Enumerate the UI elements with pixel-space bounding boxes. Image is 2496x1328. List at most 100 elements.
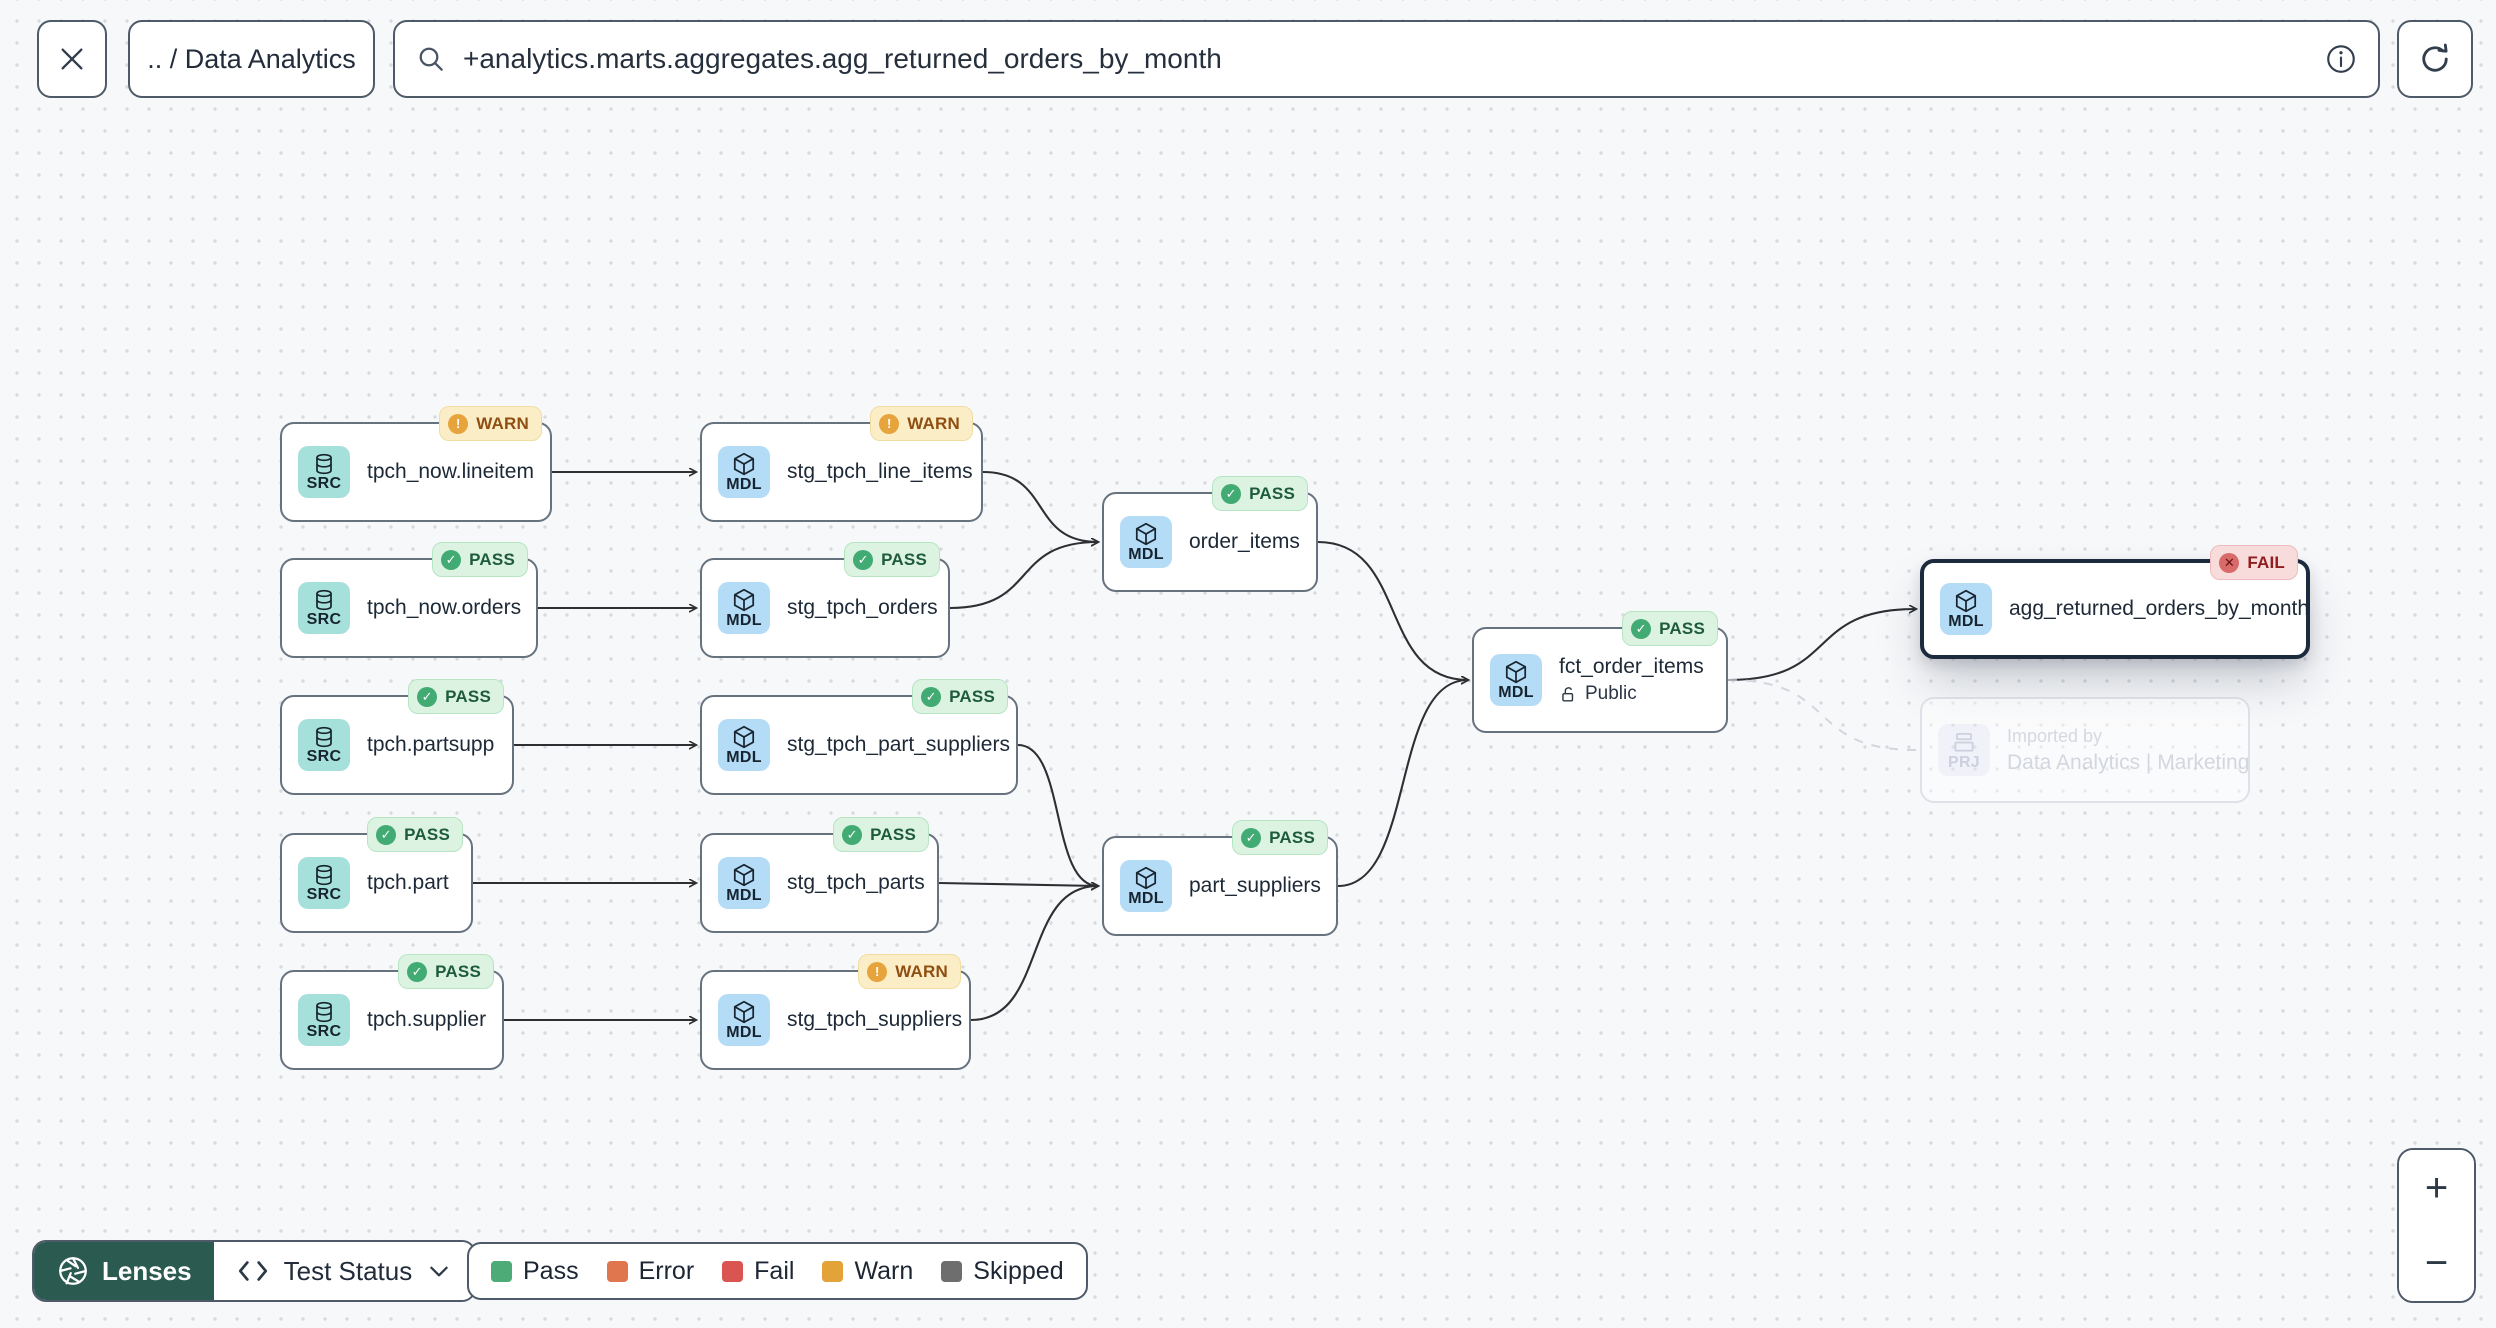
search-icon	[419, 47, 443, 71]
status-badge-label: PASS	[1269, 827, 1315, 847]
legend-swatch	[822, 1260, 844, 1282]
node-title: tpch_now.lineitem	[367, 460, 534, 483]
status-warn-icon: !	[867, 961, 888, 982]
status-badge-pass: ✓PASS	[1212, 476, 1308, 511]
status-pass-icon: ✓	[1631, 618, 1652, 639]
info-icon[interactable]	[2324, 42, 2358, 76]
status-pass-icon: ✓	[1241, 827, 1262, 848]
close-button[interactable]	[37, 20, 107, 98]
database-icon	[316, 864, 332, 885]
legend-swatch	[941, 1260, 963, 1282]
status-badge-label: WARN	[476, 413, 529, 433]
breadcrumb-button[interactable]: .. / Data Analytics	[128, 20, 375, 98]
model-cube-icon	[1505, 660, 1527, 683]
node-title: fct_order_items	[1559, 655, 1704, 678]
status-pass-icon: ✓	[853, 549, 874, 570]
lock-open-icon	[1562, 686, 1574, 702]
refresh-icon	[2422, 43, 2448, 72]
database-icon	[316, 1001, 332, 1022]
node-title: stg_tpch_line_items	[787, 460, 973, 483]
model-cube-icon	[1955, 589, 1977, 612]
status-badge-warn: !WARN	[870, 406, 973, 441]
legend-item-pass: Pass	[491, 1257, 579, 1286]
status-badge-label: PASS	[469, 549, 515, 569]
node-title: stg_tpch_suppliers	[787, 1008, 963, 1031]
source-icon-box: SRC	[298, 582, 350, 634]
lens-control-group: Lenses Test Status	[32, 1240, 477, 1302]
aperture-icon	[59, 1257, 87, 1285]
search-box[interactable]	[393, 20, 2380, 98]
visibility-label: Public	[1585, 683, 1637, 704]
node-type-label: MDL	[1128, 889, 1164, 907]
node-type-label: PRJ	[1947, 753, 1981, 771]
node-title: stg_tpch_parts	[787, 871, 925, 894]
status-warn-icon: !	[879, 413, 900, 434]
node-order_items[interactable]: ✓PASS MDL order_items	[1102, 476, 1318, 592]
status-pass-icon: ✓	[441, 549, 462, 570]
status-badge-label: WARN	[895, 961, 948, 981]
status-pass-icon: ✓	[921, 686, 942, 707]
refresh-button[interactable]	[2397, 20, 2473, 98]
status-badge-label: PASS	[870, 824, 916, 844]
legend-swatch	[491, 1260, 512, 1282]
node-title: Data Analytics | Marketing	[2007, 750, 2250, 774]
model-cube-icon	[733, 725, 755, 748]
status-badge-warn: !WARN	[439, 406, 542, 441]
legend-label: Pass	[523, 1256, 579, 1285]
status-pass-icon: ✓	[417, 686, 438, 707]
lenses-label: Lenses	[102, 1255, 192, 1286]
model-icon-box: MDL	[1120, 516, 1172, 568]
node-title: order_items	[1189, 530, 1300, 553]
status-badge-pass: ✓ PASS	[1232, 820, 1328, 855]
status-badge-pass: ✓PASS	[912, 679, 1008, 714]
zoom-in-button[interactable]: +	[2399, 1150, 2474, 1226]
model-cube-icon	[733, 1000, 755, 1023]
node-type-label: SRC	[306, 610, 342, 628]
status-fail-icon: ✕	[2219, 552, 2240, 573]
source-icon-box: SRC	[298, 446, 350, 498]
node-type-label: SRC	[306, 474, 342, 492]
legend-label: Skipped	[973, 1256, 1064, 1285]
model-icon-box: MDL	[718, 857, 770, 909]
status-badge-pass: ✓ PASS	[1622, 611, 1718, 646]
node-type-label: SRC	[306, 885, 342, 903]
search-input[interactable]	[463, 43, 2308, 75]
source-icon-box: SRC	[298, 994, 350, 1046]
status-badge-label: PASS	[404, 824, 450, 844]
model-icon-box: MDL	[718, 582, 770, 634]
legend-swatch	[722, 1260, 744, 1282]
status-badge-label: PASS	[881, 549, 927, 569]
zoom-out-button[interactable]: −	[2399, 1225, 2474, 1301]
test-status-dropdown[interactable]: Test Status	[213, 1242, 475, 1300]
node-type-label: MDL	[1128, 545, 1164, 563]
status-badge-label: PASS	[1659, 618, 1705, 638]
status-badge-label: PASS	[435, 961, 481, 981]
database-icon	[316, 726, 332, 747]
legend-item-error: Error	[606, 1257, 694, 1286]
breadcrumb: .. / Data Analytics	[147, 43, 356, 74]
legend-swatch	[606, 1260, 628, 1282]
node-visibility: Public	[1559, 683, 1704, 705]
lenses-button[interactable]: Lenses	[34, 1242, 214, 1300]
model-icon-box: MDL	[1940, 583, 1992, 635]
legend-item-warn: Warn	[822, 1257, 913, 1286]
model-icon-box: MDL	[1120, 860, 1172, 912]
status-badge-label: PASS	[1249, 483, 1295, 503]
imported-by-label: Imported by	[2007, 725, 2103, 746]
node-tpch_now_lineitem[interactable]: !WARN SRC tpch_now.lineitem	[280, 406, 552, 522]
status-badge-label: FAIL	[2247, 552, 2285, 572]
node-type-label: MDL	[1948, 612, 1984, 630]
